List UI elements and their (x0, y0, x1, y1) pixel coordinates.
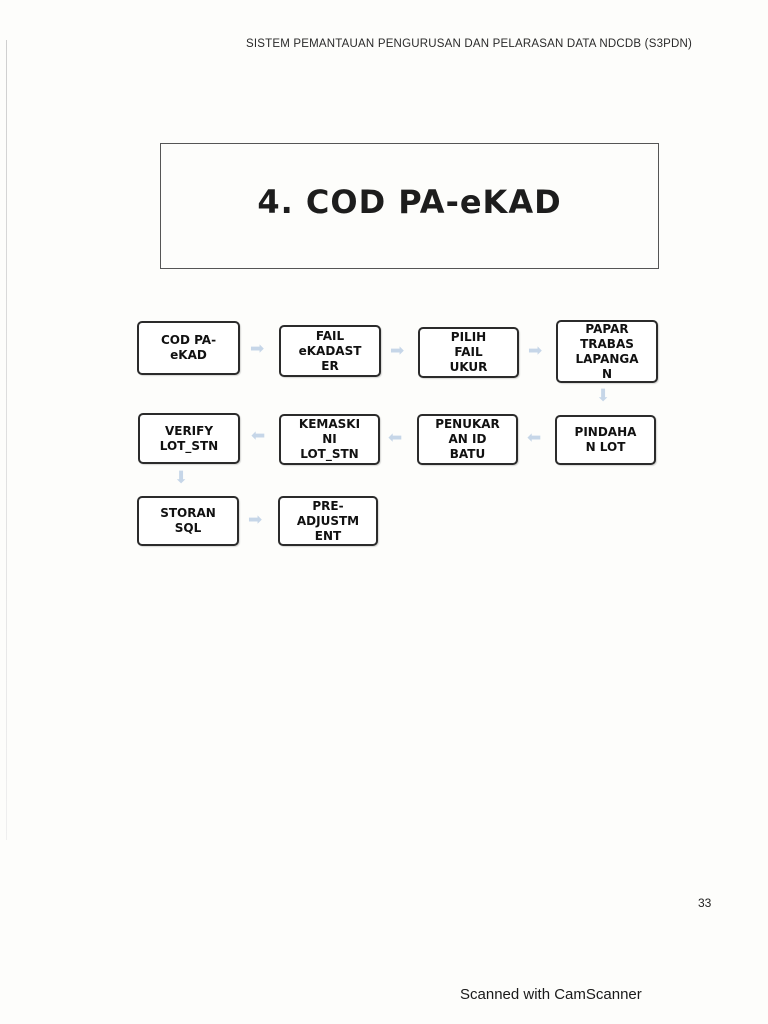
flow-node-label: STORAN SQL (160, 506, 216, 535)
arrow-down-icon: ⬇ (174, 468, 189, 488)
flow-node-papar-trabas-lapangan: PAPAR TRABAS LAPANGA N (556, 320, 658, 383)
page-title: 4. COD PA-eKAD (257, 183, 562, 221)
flow-node-label: COD PA- eKAD (160, 333, 217, 362)
arrow-left-icon: ⬅ (388, 428, 403, 448)
arrow-left-icon: ⬅ (251, 426, 266, 446)
flow-node-storan-sql: STORAN SQL (137, 496, 239, 546)
flow-node-label: PENUKAR AN ID BATU (435, 417, 500, 461)
flow-node-kemaskini-lot-stn: KEMASKI NI LOT_STN (279, 414, 380, 465)
flow-node-label: KEMASKI NI LOT_STN (298, 417, 361, 461)
flow-node-label: FAIL eKADAST ER (298, 328, 362, 373)
arrow-left-icon: ⬅ (527, 428, 542, 448)
arrow-right-icon: ➡ (250, 339, 265, 359)
flow-node-penukaran-id-batu: PENUKAR AN ID BATU (417, 414, 518, 465)
document-header: SISTEM PEMANTAUAN PENGURUSAN DAN PELARAS… (246, 38, 693, 50)
title-box: 4. COD PA-eKAD (160, 143, 659, 269)
arrow-down-icon: ⬇ (596, 386, 611, 406)
flow-node-fail-ekadaster: FAIL eKADAST ER (279, 325, 381, 377)
arrow-right-icon: ➡ (528, 341, 543, 361)
arrow-right-icon: ➡ (390, 341, 405, 361)
page-edge (6, 40, 7, 840)
flow-node-label: VERIFY LOT_STN (159, 423, 219, 453)
page-number: 33 (698, 896, 712, 910)
flow-node-verify-lot-stn: VERIFY LOT_STN (138, 413, 240, 464)
flow-node-label: PILIH FAIL UKUR (449, 330, 488, 374)
flow-node-label: PAPAR TRABAS LAPANGA N (575, 321, 639, 381)
flow-node-cod-pa-ekad: COD PA- eKAD (137, 321, 240, 375)
flow-node-pindahan-lot: PINDAHA N LOT (555, 415, 656, 465)
flow-node-pre-adjustment: PRE- ADJUSTM ENT (278, 496, 378, 546)
scanner-watermark: Scanned with CamScanner (460, 986, 642, 1003)
flow-node-label: PINDAHA N LOT (574, 425, 637, 454)
arrow-right-icon: ➡ (248, 510, 263, 530)
flow-node-label: PRE- ADJUSTM ENT (296, 498, 360, 543)
flow-node-pilih-fail-ukur: PILIH FAIL UKUR (418, 327, 519, 378)
